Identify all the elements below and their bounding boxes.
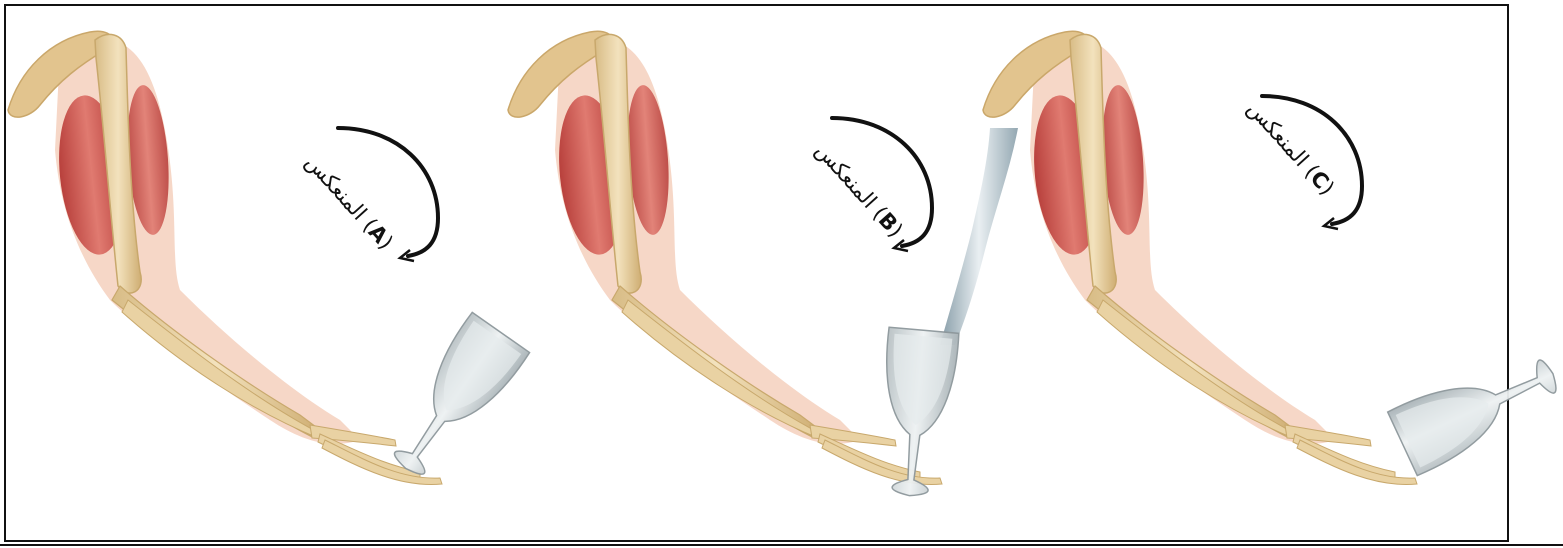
panel-c [983,31,1563,484]
panel-a [8,31,530,488]
arm-illustration-c [983,31,1417,484]
panel-b [508,31,1018,499]
arm-illustration-a [8,31,442,484]
water-stream-icon [940,128,1018,345]
arm-illustration-b [508,31,942,484]
wine-glass-icon-c [1388,342,1563,476]
wine-glass-icon-a [377,312,530,488]
